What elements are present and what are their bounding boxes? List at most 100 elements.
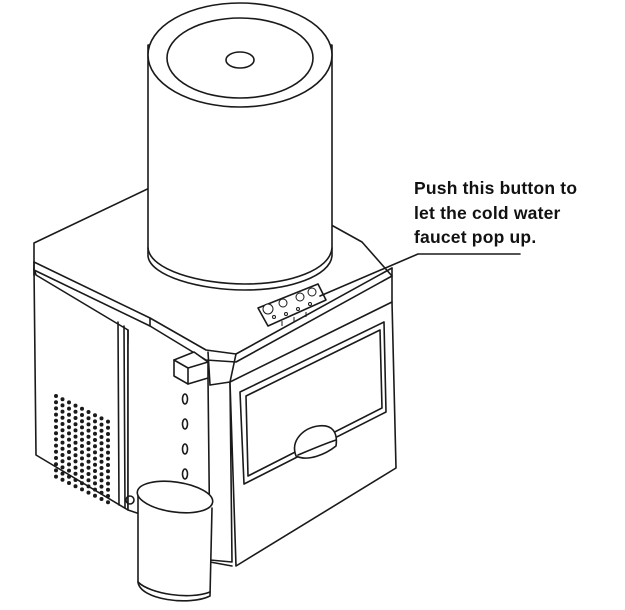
vent-hole (54, 443, 58, 448)
vent-hole (93, 469, 97, 473)
vent-hole (60, 477, 65, 482)
vent-hole (73, 478, 78, 482)
vent-hole (73, 440, 78, 445)
vent-hole (93, 444, 97, 449)
vent-hole (73, 453, 78, 458)
vent-hole (86, 490, 91, 495)
vent-hole (67, 481, 71, 485)
vent-hole (80, 413, 84, 417)
vent-hole (106, 432, 110, 436)
window-handle[interactable] (293, 424, 338, 459)
vent-hole (93, 462, 97, 467)
callout-line-3: faucet pop up. (414, 227, 537, 247)
cold-water-faucet[interactable] (173, 351, 209, 385)
vent-hole (106, 469, 110, 474)
vent-hole (93, 425, 97, 430)
vent-hole (93, 487, 97, 492)
vent-hole (67, 462, 71, 467)
callout-text: Push this button to let the cold water f… (414, 176, 624, 250)
vent-hole (93, 438, 97, 442)
vent-hole (54, 462, 58, 467)
vent-hole (60, 428, 65, 433)
vent-hole (86, 441, 91, 445)
vent-hole (60, 397, 65, 402)
vent-hole (80, 419, 84, 424)
body-front (127, 329, 233, 563)
vent-hole (73, 416, 78, 420)
vent-hole (54, 468, 58, 473)
vent-hole (80, 456, 84, 461)
vent-hole (80, 487, 84, 492)
vent-hole (86, 465, 91, 470)
vent-hole (99, 428, 104, 433)
vent-hole (54, 406, 58, 411)
vent-hole (99, 447, 104, 452)
vent-hole (106, 444, 110, 449)
water-cup (136, 480, 214, 602)
vent-hole (60, 459, 65, 464)
panel-button-2[interactable] (278, 298, 288, 308)
vent-hole (93, 475, 97, 480)
panel-button-3[interactable] (295, 292, 305, 302)
vent-hole (80, 437, 84, 442)
vent-hole (99, 459, 104, 464)
vent-hole (106, 463, 110, 467)
callout-leader-line (319, 253, 521, 297)
vent-hole (99, 478, 104, 483)
vent-hole (80, 406, 84, 411)
vent-hole (93, 450, 97, 455)
vent-hole (67, 443, 71, 448)
vent-hole (54, 412, 58, 417)
vent-hole (67, 468, 71, 473)
water-drops (181, 393, 189, 498)
vent-hole (99, 497, 104, 501)
power-button[interactable] (262, 303, 274, 315)
vent-hole (60, 440, 65, 445)
vent-hole (86, 428, 91, 433)
vent-hole (93, 431, 97, 436)
vent-hole (106, 500, 110, 505)
vent-hole (99, 484, 104, 489)
vent-hole (60, 434, 65, 439)
side-door-seam (117, 321, 126, 509)
vent-hole (86, 434, 91, 439)
vent-hole (67, 437, 71, 442)
vent-hole (99, 472, 104, 477)
cold-water-faucet-button[interactable] (307, 287, 317, 297)
vent-hole (54, 437, 58, 442)
vent-hole (60, 465, 65, 470)
vent-hole (67, 456, 71, 461)
vent-hole (93, 413, 97, 418)
vent-hole (54, 456, 58, 460)
vent-hole (54, 431, 58, 436)
vent-hole (67, 431, 71, 436)
vent-hole (60, 422, 65, 426)
vent-hole (86, 484, 91, 489)
vent-hole (106, 494, 110, 498)
vent-hole (54, 394, 58, 398)
vent-hole (73, 484, 78, 489)
callout-line-1: Push this button to (414, 178, 578, 198)
ice-window (239, 321, 387, 485)
vent-hole (93, 419, 97, 424)
vent-hole (106, 481, 110, 486)
vent-hole (80, 481, 84, 486)
vent-hole (80, 450, 84, 455)
vent-hole (106, 419, 110, 424)
vent-hole (106, 475, 110, 480)
vent-hole (54, 425, 58, 429)
vent-hole (73, 447, 78, 451)
vent-hole (60, 415, 65, 420)
vent-hole (99, 416, 104, 421)
vent-hole (99, 441, 104, 446)
control-panel (257, 283, 327, 327)
vent-hole (60, 471, 65, 476)
vent-hole (60, 446, 65, 451)
vent-hole (93, 456, 97, 461)
vent-hole (67, 406, 71, 411)
vent-hole (73, 465, 78, 470)
vent-hole (86, 410, 91, 414)
vent-hole (86, 472, 91, 476)
vent-hole (86, 416, 91, 421)
